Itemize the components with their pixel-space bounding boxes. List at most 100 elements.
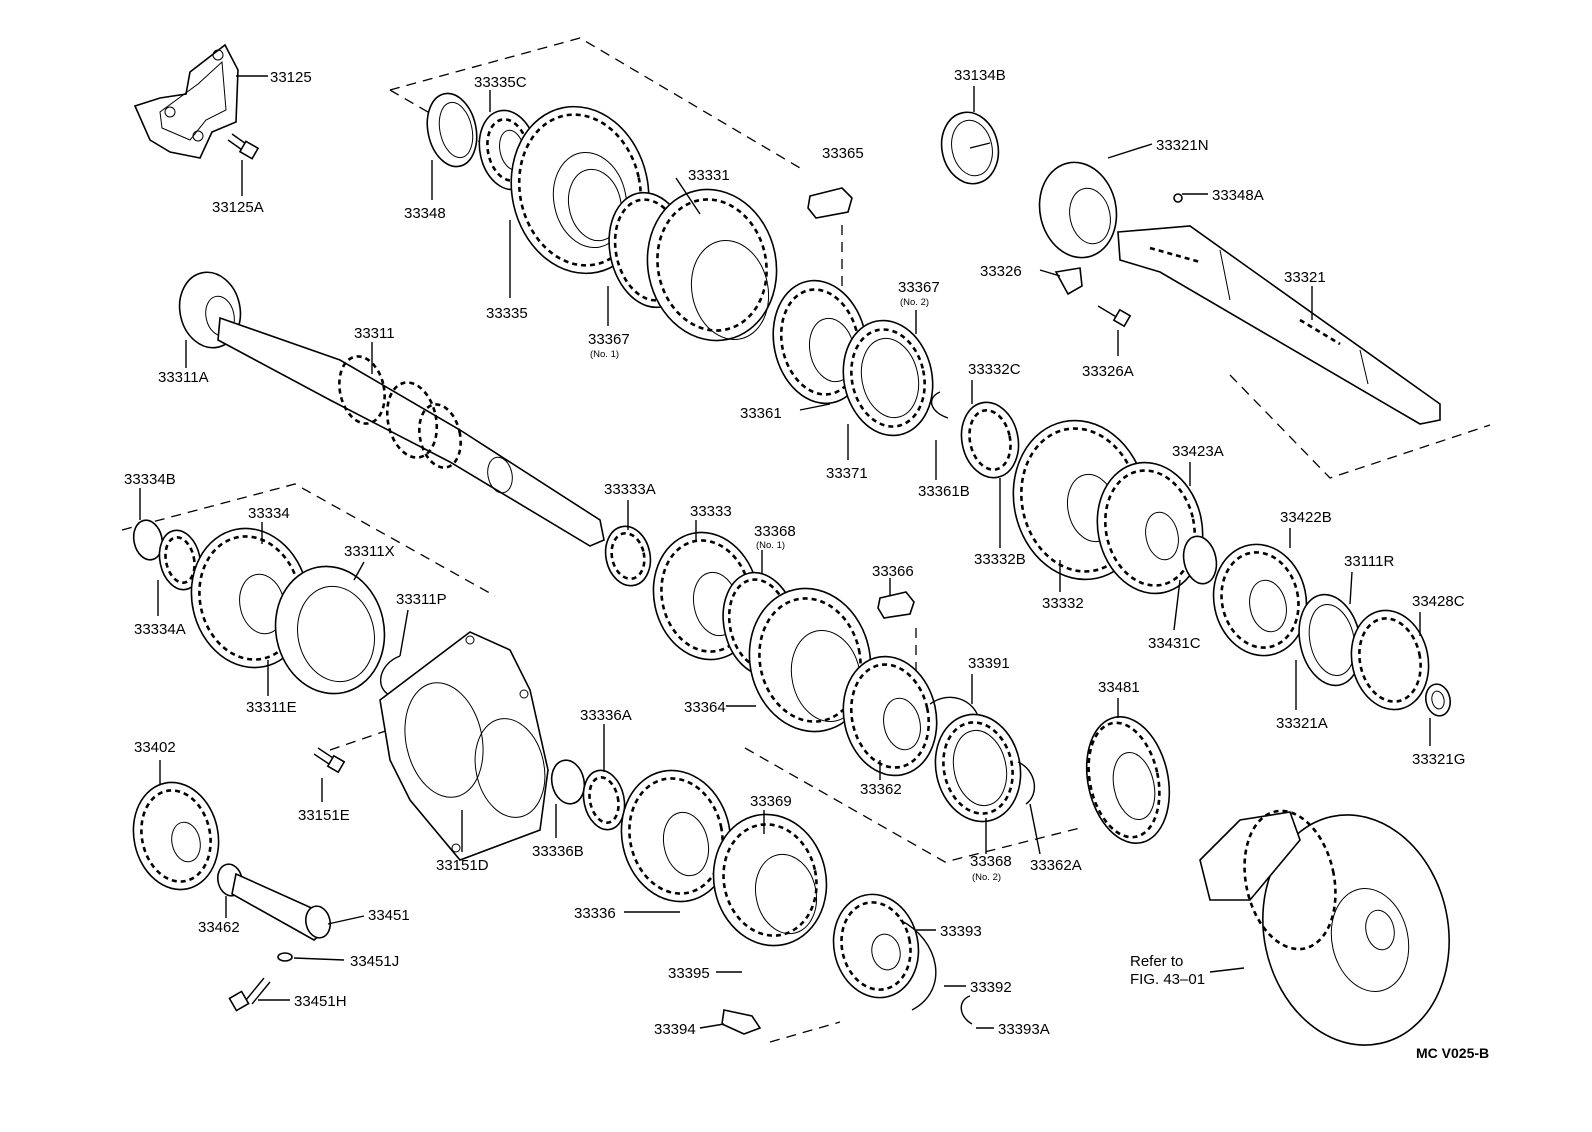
label-33451J: 33451J: [350, 953, 399, 970]
plate-axis: [329, 725, 401, 751]
key-33394: [721, 1009, 762, 1035]
label-33451: 33451: [368, 907, 410, 924]
label-33326A: 33326A: [1082, 363, 1134, 380]
label-33336A: 33336A: [580, 707, 632, 724]
differential-case: [1199, 809, 1450, 1046]
label-33361B: 33361B: [918, 483, 970, 500]
refer-note-line2: FIG. 43–01: [1130, 971, 1205, 988]
label-33451H: 33451H: [294, 993, 347, 1010]
label-33151D: 33151D: [436, 857, 489, 874]
label-33321N: 33321N: [1156, 137, 1209, 154]
lock-plate-33326: [1054, 267, 1083, 296]
bolt-33451H: [228, 977, 271, 1012]
label-33395: 33395: [668, 965, 710, 982]
label-33125: 33125: [270, 69, 312, 86]
seal-33481: [1085, 716, 1171, 844]
synchro-ring-33367-no2: [842, 319, 934, 437]
label-33481: 33481: [1098, 679, 1140, 696]
fork-key-33366: [877, 591, 915, 619]
label-33367-no1-sub: (No. 1): [590, 349, 619, 360]
label-33334B: 33334B: [124, 471, 176, 488]
label-33367-no2-sub: (No. 2): [900, 297, 929, 308]
label-33368-no1: 33368: [754, 523, 796, 540]
shaft-33451: [231, 872, 332, 941]
bolt-33326A: [1097, 305, 1132, 328]
label-33367-no2: 33367: [898, 279, 940, 296]
lower-left-outline: [121, 483, 496, 597]
label-33348: 33348: [404, 205, 446, 222]
hub-33362: [842, 655, 938, 777]
label-33391: 33391: [968, 655, 1010, 672]
label-33311A: 33311A: [158, 369, 209, 386]
label-33365: 33365: [822, 145, 864, 162]
label-33394: 33394: [654, 1021, 696, 1038]
label-33336B: 33336B: [532, 843, 584, 860]
label-33368-no2: 33368: [970, 853, 1012, 870]
gear-33422B: [1212, 543, 1308, 657]
label-33335: 33335: [486, 305, 528, 322]
part-labels: 33125 33125A 33335C 33348 33335 33331 33…: [124, 67, 1489, 1061]
label-33311P: 33311P: [396, 591, 447, 608]
label-33326: 33326: [980, 263, 1022, 280]
bracket-33125: [133, 43, 239, 159]
label-33392: 33392: [970, 979, 1012, 996]
label-33336: 33336: [574, 905, 616, 922]
bolt-33125A: [227, 133, 260, 160]
sleeve-33369: [712, 813, 828, 947]
bearing-33334A: [158, 529, 202, 591]
label-33367-no1: 33367: [588, 331, 630, 348]
snap-ring-33361B: [930, 391, 949, 419]
label-33333A: 33333A: [604, 481, 656, 498]
label-33428C: 33428C: [1412, 593, 1465, 610]
synchro-ring-33368-no2: [934, 713, 1022, 823]
diagram-code: MC V025-B: [1416, 1045, 1489, 1061]
label-33422B: 33422B: [1280, 509, 1332, 526]
label-33402: 33402: [134, 739, 176, 756]
label-33311E: 33311E: [246, 699, 297, 716]
label-33335C: 33335C: [474, 74, 527, 91]
ring-33311X: [274, 565, 386, 695]
label-33333: 33333: [690, 503, 732, 520]
label-33366: 33366: [872, 563, 914, 580]
label-33311: 33311: [354, 325, 395, 342]
spring-33392: [899, 919, 937, 1011]
plate-33151D: [379, 631, 549, 861]
disk-33134B: [940, 111, 1000, 185]
bearing-33332C: [960, 401, 1020, 479]
counter-shaft-outline: [1229, 374, 1491, 479]
label-33321A: 33321A: [1276, 715, 1328, 732]
label-33362: 33362: [860, 781, 902, 798]
bearing-33336A: [582, 769, 626, 831]
snap-ring-33393A: [960, 995, 973, 1025]
label-33331: 33331: [688, 167, 730, 184]
label-33111R: 33111R: [1344, 553, 1394, 570]
key-axis-394: [769, 1021, 841, 1043]
label-33368-no1-sub: (No. 1): [756, 540, 785, 551]
label-33362A: 33362A: [1030, 857, 1082, 874]
label-33393: 33393: [940, 923, 982, 940]
label-33369: 33369: [750, 793, 792, 810]
gear-33428C: [1350, 609, 1430, 711]
shaft-33311: [217, 316, 605, 547]
refer-note-line1: Refer to: [1130, 953, 1183, 970]
spring-33391: [929, 696, 979, 717]
bearing-33321N: [1038, 161, 1118, 259]
bearing-33333A: [604, 525, 652, 587]
upper-group-outline: [389, 37, 801, 169]
label-33311X: 33311X: [344, 543, 395, 560]
label-33364: 33364: [684, 699, 726, 716]
washer-33348: [426, 92, 478, 168]
gear-33423A: [1096, 461, 1204, 595]
label-33125A: 33125A: [212, 199, 264, 216]
sleeve-33331: [646, 188, 778, 342]
label-33393A: 33393A: [998, 1021, 1050, 1038]
snap-ring-33362A: [1017, 761, 1036, 805]
label-33134B: 33134B: [954, 67, 1006, 84]
label-33431C: 33431C: [1148, 635, 1201, 652]
fork-key-33365: [807, 187, 853, 219]
label-33334A: 33334A: [134, 621, 186, 638]
nut-33321G: [1424, 683, 1452, 717]
collar-33431C: [1182, 535, 1218, 585]
label-33348A: 33348A: [1212, 187, 1264, 204]
